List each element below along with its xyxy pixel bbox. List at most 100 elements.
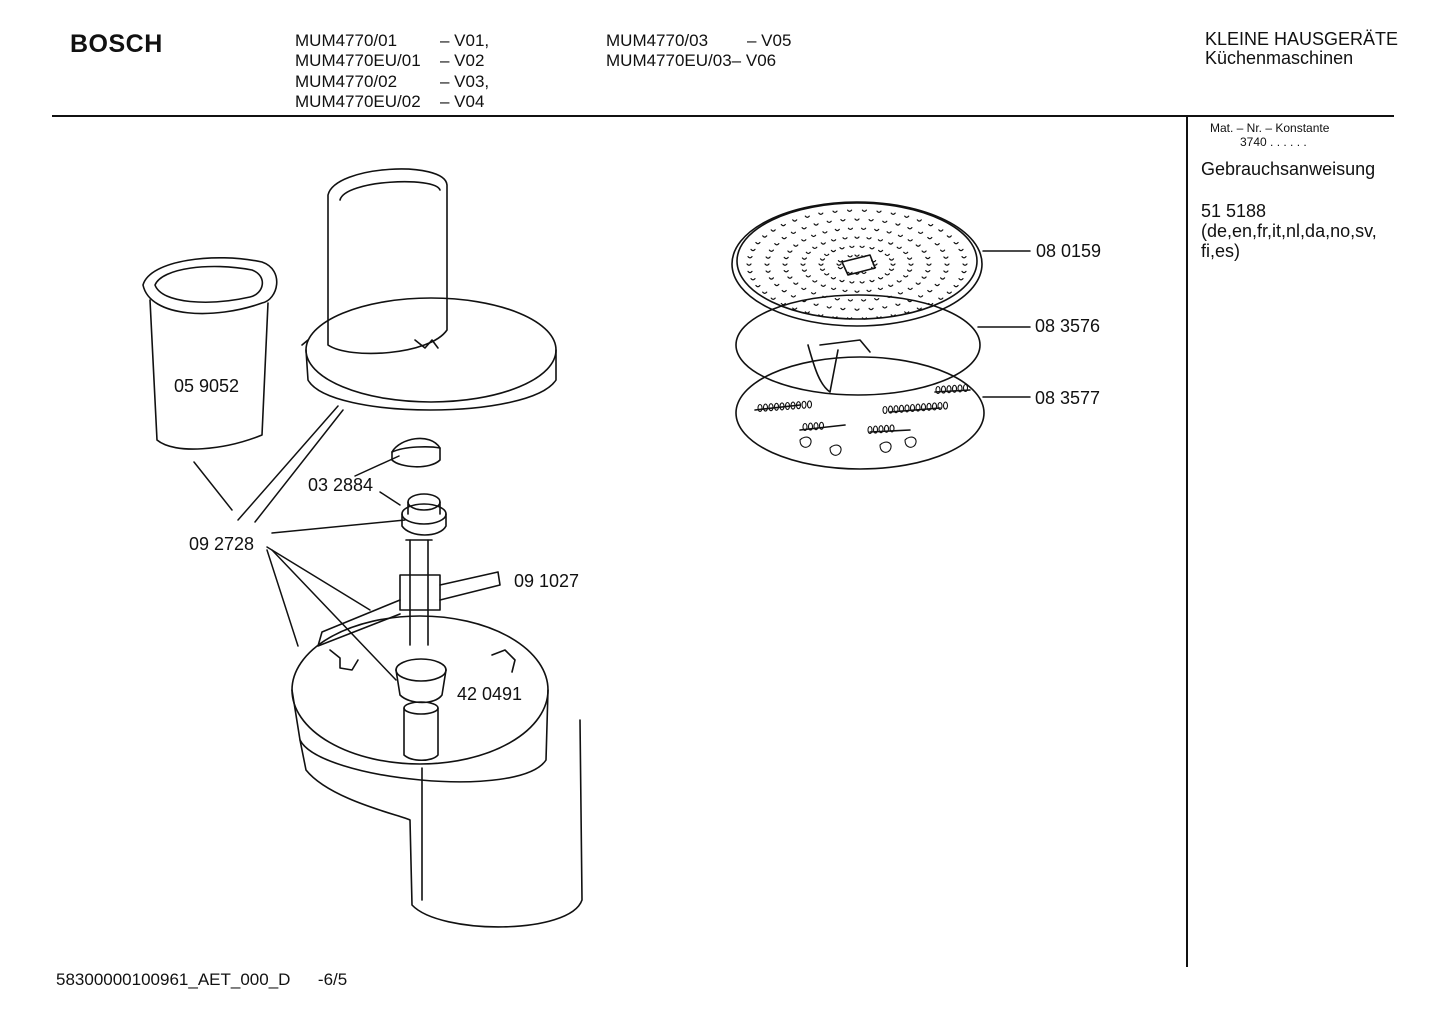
grating-hole bbox=[762, 291, 768, 294]
shredding-slot bbox=[898, 404, 905, 413]
grating-hole bbox=[840, 219, 846, 222]
model-code: MUM4770/01 bbox=[295, 31, 398, 50]
shredding-slot bbox=[920, 403, 927, 412]
grating-hole bbox=[847, 227, 853, 231]
model-variant: – V04 bbox=[440, 92, 485, 111]
model-code: MUM4770EU/01 bbox=[295, 51, 421, 70]
bearing-part bbox=[395, 658, 447, 762]
grating-hole bbox=[890, 314, 896, 317]
shredding-slot bbox=[762, 403, 769, 412]
grating-hole bbox=[907, 257, 913, 260]
document-type: Gebrauchsanweisung bbox=[1201, 159, 1376, 179]
grating-hole bbox=[832, 316, 838, 319]
shredding-slot bbox=[951, 384, 958, 393]
grating-hole bbox=[868, 307, 874, 311]
grating-hole bbox=[876, 210, 882, 213]
grating-hole bbox=[861, 209, 867, 212]
grating-hole bbox=[765, 270, 771, 273]
model-row-1: MUM4770/01– V01, bbox=[295, 31, 489, 51]
leader-lines bbox=[193, 250, 1031, 681]
grating-hole bbox=[874, 298, 880, 301]
grating-hole bbox=[943, 256, 949, 259]
grating-hole bbox=[861, 271, 867, 275]
grating-hole bbox=[926, 263, 932, 266]
grating-hole bbox=[921, 250, 927, 253]
grating-hole bbox=[934, 243, 940, 246]
part-label-032884: 03 2884 bbox=[308, 475, 374, 495]
grating-hole bbox=[804, 311, 810, 314]
shredding-slot bbox=[878, 425, 884, 434]
model-row-6: MUM4770EU/03– V06 bbox=[606, 51, 776, 71]
grating-hole bbox=[925, 256, 931, 260]
grating-hole bbox=[854, 290, 860, 293]
grating-hole bbox=[787, 276, 793, 279]
shredding-pattern bbox=[757, 383, 969, 456]
grating-hole bbox=[746, 263, 752, 266]
shredding-slot bbox=[802, 422, 808, 432]
grating-hole bbox=[812, 280, 818, 283]
grating-hole bbox=[801, 239, 807, 242]
grating-hole bbox=[861, 255, 867, 258]
header-category-block: KLEINE HAUSGERÄTE Küchenmaschinen bbox=[1205, 30, 1398, 68]
grating-hole bbox=[877, 287, 883, 291]
grating-hole bbox=[868, 219, 874, 222]
grating-hole bbox=[866, 237, 872, 240]
grating-hole bbox=[811, 234, 817, 238]
grating-hole bbox=[958, 248, 964, 252]
shredding-slot bbox=[883, 424, 890, 433]
grating-hole bbox=[811, 292, 817, 295]
slicing-disc-part bbox=[735, 294, 981, 396]
grating-hole bbox=[940, 277, 946, 280]
grating-hole bbox=[907, 269, 913, 272]
footer-page-number: -6/5 bbox=[317, 970, 348, 989]
model-variant: – V06 bbox=[731, 51, 777, 70]
grating-hole bbox=[830, 277, 836, 280]
seal-cap-part bbox=[391, 437, 441, 468]
grating-hole bbox=[927, 289, 933, 293]
shredding-slot bbox=[779, 402, 785, 411]
category-subtitle: Küchenmaschinen bbox=[1205, 48, 1354, 68]
model-variant: – V05 bbox=[747, 31, 792, 50]
grating-hole bbox=[925, 270, 931, 273]
shredding-slot bbox=[909, 403, 916, 413]
shredding-slot bbox=[957, 384, 963, 393]
grating-hole bbox=[961, 270, 967, 274]
shredding-slot bbox=[813, 422, 819, 431]
model-row-5: MUM4770/03– V05 bbox=[606, 31, 791, 51]
grating-hole bbox=[874, 228, 880, 232]
grating-hole bbox=[904, 311, 910, 314]
grating-hole bbox=[822, 231, 828, 234]
grating-hole bbox=[755, 241, 761, 245]
grating-hole bbox=[882, 306, 888, 309]
shredding-slot bbox=[784, 401, 791, 411]
grating-hole bbox=[818, 263, 824, 266]
model-row-4: MUM4770EU/02– V04 bbox=[295, 92, 484, 112]
grating-hole bbox=[915, 244, 921, 247]
shredding-slot bbox=[942, 401, 949, 410]
grating-hole bbox=[871, 266, 877, 270]
grating-hole bbox=[871, 260, 877, 263]
grating-hole bbox=[847, 209, 853, 212]
grating-hole bbox=[762, 235, 768, 238]
shredding-slot bbox=[882, 405, 888, 415]
grating-hole bbox=[824, 273, 830, 276]
model-variant: – V03, bbox=[440, 72, 490, 91]
grating-hole bbox=[774, 283, 780, 287]
model-code: MUM4770/02 bbox=[295, 72, 398, 91]
grating-hole bbox=[940, 249, 946, 252]
document-languages-2: fi,es) bbox=[1201, 241, 1241, 261]
grating-hole bbox=[878, 277, 884, 280]
shredding-slot bbox=[790, 401, 796, 410]
shredding-opening bbox=[879, 441, 892, 453]
grating-hole bbox=[792, 307, 798, 310]
grating-hole bbox=[882, 220, 888, 224]
grating-hole bbox=[790, 231, 796, 235]
grating-hole bbox=[770, 229, 776, 232]
grating-hole bbox=[832, 210, 838, 213]
grating-hole bbox=[897, 292, 903, 295]
grating-hole bbox=[783, 270, 789, 273]
shredding-slot bbox=[946, 385, 952, 394]
grating-hole bbox=[869, 279, 875, 283]
pusher-sleeve-part bbox=[142, 257, 278, 450]
grating-hole bbox=[854, 254, 860, 257]
